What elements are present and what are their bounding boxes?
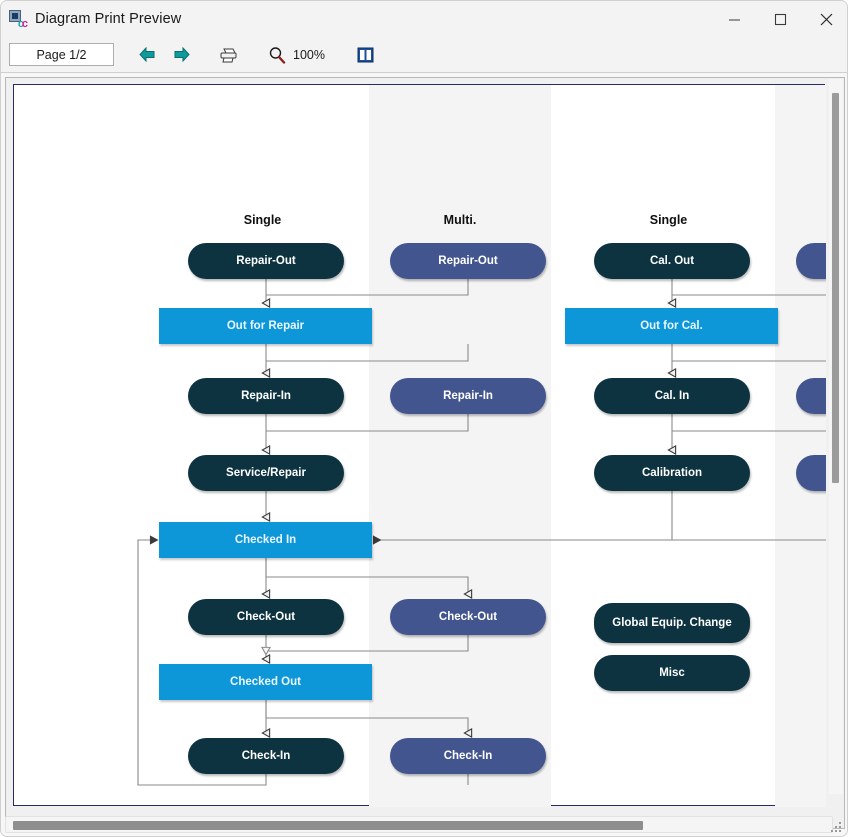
node-label: Repair-In [443,390,493,402]
window-controls [711,1,847,37]
title-bar: c c Diagram Print Preview [1,1,847,37]
node-check-out-single[interactable]: Check-Out [188,599,344,635]
node-cal-out-multi[interactable] [796,243,826,279]
node-check-in-multi[interactable]: Check-In [390,738,546,774]
previous-page-arrow-icon [132,40,162,70]
window-title: Diagram Print Preview [35,11,182,27]
node-global-equip-change[interactable]: Global Equip. Change [594,603,750,643]
node-service-repair[interactable]: Service/Repair [188,455,344,491]
horizontal-scrollbar[interactable] [5,816,833,833]
lane-title-multi: Multi. [443,213,477,227]
horizontal-scrollbar-thumb[interactable] [13,821,643,830]
node-repair-out-multi[interactable]: Repair-Out [390,243,546,279]
lane-band-right [775,85,826,807]
vertical-scrollbar-thumb[interactable] [832,93,839,483]
minimize-button[interactable] [711,1,757,37]
resize-grip[interactable] [829,820,843,834]
previous-page-button[interactable] [132,37,162,73]
page-sheet: Single Multi. Single Repair-Out Repair-O… [13,84,826,807]
node-label: Repair-Out [236,255,296,267]
lane-title-single-left: Single [243,213,282,227]
node-label: Cal. Out [649,255,695,267]
node-out-for-repair[interactable]: Out for Repair [159,308,372,344]
node-calibration[interactable]: Calibration [594,455,750,491]
page-layout-icon [351,40,381,70]
node-out-for-cal[interactable]: Out for Cal. [565,308,778,344]
node-label: Misc [659,667,685,679]
print-button[interactable] [214,37,244,73]
node-label: Check-Out [236,611,296,623]
close-button[interactable] [803,1,847,37]
printer-icon [214,40,244,70]
node-calibration-multi[interactable] [796,455,826,491]
node-label: Repair-In [241,390,291,402]
node-repair-in-multi[interactable]: Repair-In [390,378,546,414]
node-label: Check-In [241,750,291,762]
preview-pane: Single Multi. Single Repair-Out Repair-O… [5,77,845,829]
maximize-button[interactable] [757,1,803,37]
next-page-arrow-icon [166,40,196,70]
preview-toolbar: Page 1/2 [1,37,847,73]
zoom-button[interactable]: 100% [262,37,325,73]
node-label: Global Equip. Change [612,617,732,629]
node-label: Out for Cal. [640,320,703,332]
node-label: Check-Out [438,611,498,623]
node-check-out-multi[interactable]: Check-Out [390,599,546,635]
node-repair-out-single[interactable]: Repair-Out [188,243,344,279]
vertical-scrollbar[interactable] [829,79,843,794]
lane-title-single-right: Single [649,213,688,227]
node-checked-out[interactable]: Checked Out [159,664,372,700]
magnifier-icon [262,40,292,70]
zoom-level-label: 100% [293,47,325,62]
node-misc[interactable]: Misc [594,655,750,691]
node-label: Check-In [443,750,493,762]
node-cal-out-single[interactable]: Cal. Out [594,243,750,279]
node-cal-in-single[interactable]: Cal. In [594,378,750,414]
node-label: Service/Repair [226,467,306,479]
node-checked-in[interactable]: Checked In [159,522,372,558]
node-label: Out for Repair [226,320,305,332]
node-cal-in-multi[interactable] [796,378,826,414]
node-label: Checked In [234,534,297,546]
node-label: Cal. In [654,390,690,402]
diagram-app-icon: c c [9,10,28,30]
page-layout-button[interactable] [351,37,381,73]
diagram-connectors [137,279,826,786]
next-page-button[interactable] [166,37,196,73]
node-label: Calibration [641,467,703,479]
node-check-in-single[interactable]: Check-In [188,738,344,774]
page-indicator[interactable]: Page 1/2 [9,43,114,66]
lane-band-multi [369,85,551,807]
node-label: Repair-Out [438,255,498,267]
node-repair-in-single[interactable]: Repair-In [188,378,344,414]
diagram-canvas: Single Multi. Single Repair-Out Repair-O… [14,85,826,807]
node-label: Checked Out [230,676,301,688]
